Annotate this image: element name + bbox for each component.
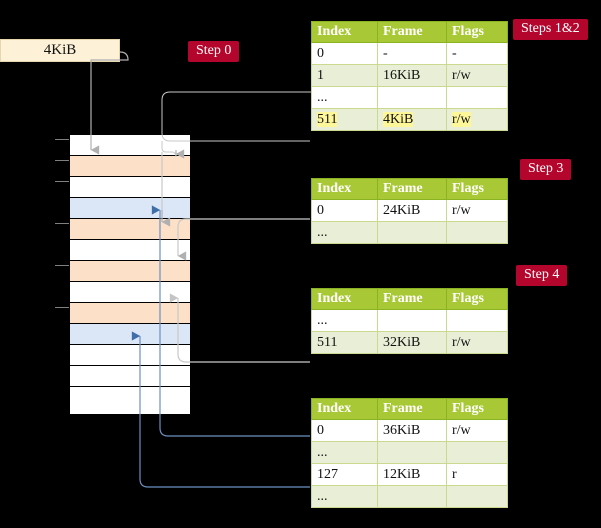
- connector-table4-row127-to-frame: [131, 331, 310, 488]
- cell-index: ...: [311, 86, 378, 109]
- cell-frame: [377, 485, 447, 508]
- column-header-index: Index: [311, 288, 378, 310]
- table-row: ...: [311, 309, 508, 332]
- connector-table3-to-column: [169, 293, 310, 363]
- badge-step-3: Step 3: [520, 159, 572, 180]
- column-header-flags: Flags: [446, 178, 508, 200]
- cell-flags: [446, 485, 508, 508]
- cell-flags: r/w: [446, 199, 508, 222]
- cell-frame: 16KiB: [377, 64, 447, 87]
- cell-index: 0: [311, 199, 378, 222]
- frame-tick: [55, 223, 69, 224]
- cell-flags: r/w: [446, 419, 508, 442]
- column-header-index: Index: [311, 178, 378, 200]
- table-row: ...: [311, 86, 508, 109]
- table-row: ...: [311, 485, 508, 508]
- connector-table1-to-column: [161, 91, 312, 142]
- badge-step-4-label: Step 4: [524, 267, 560, 282]
- column-header-frame: Frame: [377, 398, 447, 420]
- column-header-frame: Frame: [377, 178, 447, 200]
- cell-frame: 12KiB: [377, 463, 447, 486]
- cell-index: ...: [311, 485, 378, 508]
- badge-step-0: Step 0: [188, 41, 240, 62]
- frame-tick: [55, 181, 69, 182]
- cell-flags: -: [446, 42, 508, 65]
- column-header-flags: Flags: [446, 398, 508, 420]
- cell-index: 0: [311, 419, 378, 442]
- column-header-index: Index: [311, 21, 378, 43]
- cell-frame: -: [377, 42, 447, 65]
- frame-tick: [55, 265, 69, 266]
- arrow-request-to-frame: [90, 51, 129, 155]
- badge-step-0-label: Step 0: [196, 43, 232, 58]
- column-header-frame: Frame: [377, 288, 447, 310]
- cell-frame: [377, 441, 447, 464]
- memory-frame-row: [70, 177, 190, 198]
- badge-step-4: Step 4: [516, 265, 568, 286]
- cell-frame: 4KiB: [377, 108, 447, 131]
- cell-index: 1: [311, 64, 378, 87]
- frame-tick: [55, 139, 69, 140]
- cell-index: 511: [311, 331, 378, 354]
- column-header-frame: Frame: [377, 21, 447, 43]
- cell-frame: [377, 309, 447, 332]
- connector-stub: [161, 141, 177, 158]
- cell-index: 511: [311, 108, 378, 131]
- cell-frame: 36KiB: [377, 419, 447, 442]
- cell-flags: [446, 441, 508, 464]
- table-row: 0--: [311, 42, 508, 65]
- cell-flags: [446, 221, 508, 244]
- cell-flags: r: [446, 463, 508, 486]
- cell-flags: [446, 309, 508, 332]
- cell-frame: [377, 221, 447, 244]
- cell-index: 127: [311, 463, 378, 486]
- column-header-index: Index: [311, 398, 378, 420]
- badge-steps-1-2: Steps 1&2: [513, 19, 588, 40]
- request-size-box: 4KiB: [0, 39, 120, 62]
- connector-table4-row0-to-frame: [151, 205, 310, 437]
- cell-flags: r/w: [446, 108, 508, 131]
- cell-frame: 32KiB: [377, 331, 447, 354]
- cell-frame: 24KiB: [377, 199, 447, 222]
- memory-frame-row: [70, 135, 190, 156]
- frame-tick: [55, 307, 69, 308]
- cell-index: 0: [311, 42, 378, 65]
- badge-step-3-label: Step 3: [528, 161, 564, 176]
- cell-index: ...: [311, 309, 378, 332]
- cell-flags: r/w: [446, 64, 508, 87]
- cell-flags: [446, 86, 508, 109]
- column-header-flags: Flags: [446, 288, 508, 310]
- connector-table2-to-column: [177, 218, 310, 261]
- cell-flags: r/w: [446, 331, 508, 354]
- cell-frame: [377, 86, 447, 109]
- cell-index: ...: [311, 441, 378, 464]
- table-row: ...: [311, 441, 508, 464]
- column-header-flags: Flags: [446, 21, 508, 43]
- cell-index: ...: [311, 221, 378, 244]
- frame-tick: [55, 160, 69, 161]
- table-row: ...: [311, 221, 508, 244]
- request-size-label: 4KiB: [43, 42, 77, 58]
- badge-steps-1-2-label: Steps 1&2: [521, 21, 580, 36]
- memory-frame-row: [70, 156, 190, 177]
